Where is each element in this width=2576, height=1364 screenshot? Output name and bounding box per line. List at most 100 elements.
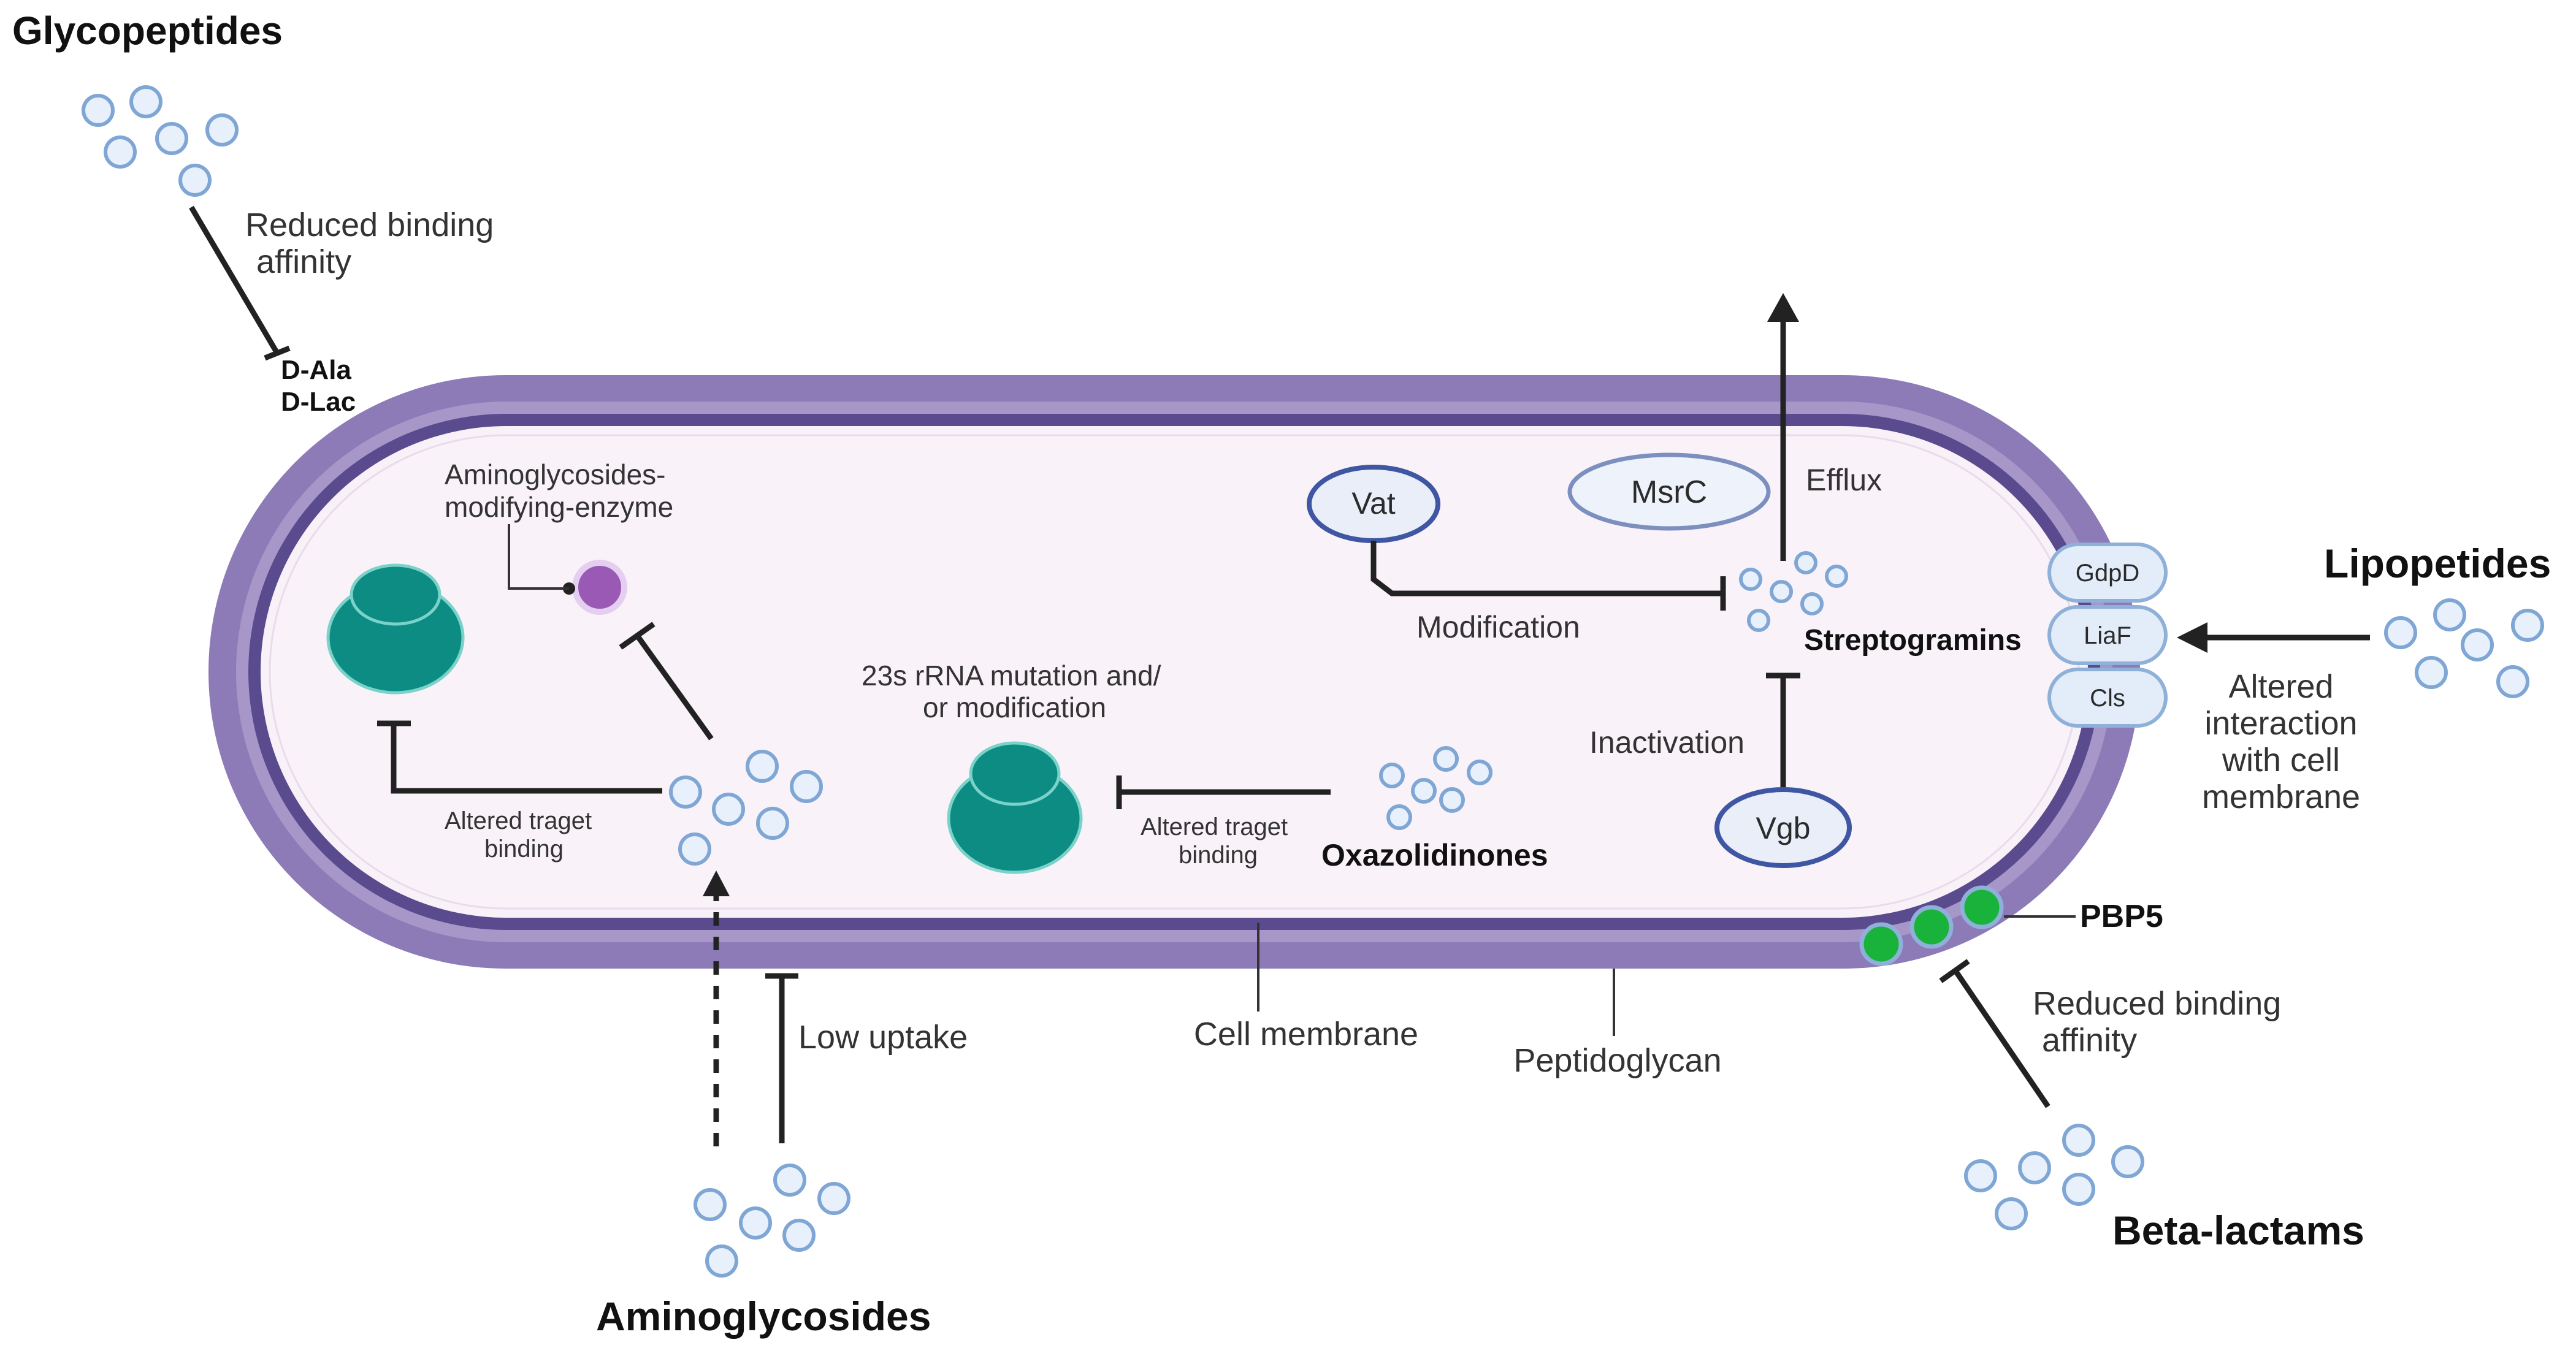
molecule	[712, 793, 745, 826]
molecule	[2433, 598, 2466, 631]
streptogramin-molecules	[1739, 551, 1848, 632]
cell-structure-labels: Cell membrane Peptidoglycan	[1194, 923, 1722, 1079]
aminoglycoside-molecules-outside	[694, 1164, 850, 1278]
molecule	[2511, 609, 2544, 642]
molecule	[2496, 665, 2529, 698]
pbp5-label: PBP5	[2080, 899, 2163, 934]
altered-target-label-1b: binding	[484, 836, 564, 863]
molecule	[694, 1188, 727, 1221]
oxazolidinones-group: 23s rRNA mutation and/ or modification A…	[862, 660, 1548, 874]
reduced-binding-label-1: Reduced binding	[245, 207, 494, 243]
altered-interaction-line-2: interaction	[2204, 705, 2357, 742]
msrc-label: MsrC	[1631, 474, 1707, 510]
bacterial-cell	[208, 375, 2140, 969]
lipopeptide-molecules	[2384, 598, 2544, 698]
vat-label: Vat	[1351, 486, 1395, 520]
ribosome-small-subunit	[969, 741, 1061, 806]
oxazolidinones-title: Oxazolidinones	[1321, 838, 1548, 872]
modification-label: Modification	[1416, 610, 1580, 644]
molecule	[790, 770, 823, 803]
molecule	[104, 135, 137, 169]
efflux-arrowhead	[1767, 293, 1799, 322]
lipopeptides-group: GdpD LiaF Cls Lipopetides Altered intera…	[2047, 541, 2551, 815]
ribosome-middle	[947, 741, 1083, 874]
enzyme-pointer-line	[508, 524, 569, 590]
molecule	[1386, 804, 1412, 830]
beta-lactams-group: PBP5 Reduced binding affinity Beta-lacta…	[1859, 885, 2364, 1253]
glycopeptide-inhibition-line	[189, 205, 280, 355]
glycopeptide-molecules	[82, 85, 239, 197]
glycopeptides-title: Glycopeptides	[12, 9, 283, 53]
affinity-label-2: affinity	[2042, 1022, 2137, 1059]
aminoglycosides-internal: Aminoglycosides- modifying-enzyme Altere…	[326, 459, 823, 866]
cell-membrane-label: Cell membrane	[1194, 1016, 1418, 1053]
oxazolidinone-molecules	[1379, 746, 1492, 830]
molecule	[1379, 763, 1405, 788]
vgb-label: Vgb	[1756, 811, 1811, 845]
aminoglycoside-molecules-inside	[669, 750, 823, 866]
aminoglycosides-external: Low uptake Aminoglycosides	[596, 871, 968, 1339]
molecule	[1825, 565, 1848, 588]
beta-lactam-inhibition-line	[1954, 970, 2050, 1108]
molecule	[2461, 628, 2494, 661]
msrc-protein	[1567, 452, 1771, 531]
molecule	[82, 94, 115, 127]
ribosome-inhibition-line	[391, 723, 662, 794]
molecule	[1770, 580, 1793, 603]
molecule	[2111, 1145, 2144, 1178]
molecule	[1747, 609, 1770, 632]
molecule	[773, 1164, 806, 1197]
pbp5-molecule	[1909, 905, 1954, 949]
molecule	[178, 164, 212, 197]
molecule	[1964, 1159, 1997, 1192]
glycopeptide-inhibition-bar	[264, 345, 291, 361]
molecule	[2062, 1124, 2095, 1157]
enzyme-inhibition-line	[635, 634, 714, 741]
d-ala-label: D-Ala	[281, 355, 351, 385]
molecule	[1739, 568, 1762, 591]
molecule	[1995, 1197, 2028, 1230]
aminoglycosides-title: Aminoglycosides	[596, 1294, 931, 1339]
molecule	[1467, 760, 1492, 785]
molecule	[1439, 787, 1465, 813]
altered-target-label-2a: Altered traget	[1141, 813, 1288, 840]
glycopeptides-group: Glycopeptides Reduced binding affinity D…	[12, 9, 494, 417]
pbp5-proteins	[1859, 885, 2004, 966]
molecule	[705, 1244, 738, 1278]
cls-protein	[2047, 668, 2168, 728]
lipopeptides-title: Lipopetides	[2324, 541, 2551, 586]
molecule	[2018, 1151, 2051, 1184]
vgb-protein	[1714, 787, 1852, 868]
beta-lactam-molecules	[1964, 1124, 2144, 1230]
altered-target-label-1a: Altered traget	[445, 807, 592, 834]
low-uptake-label: Low uptake	[798, 1019, 968, 1056]
molecule	[129, 85, 162, 118]
molecule	[2062, 1173, 2095, 1206]
ame-label-line-1: Aminoglycosides-	[445, 459, 665, 490]
lipopeptide-arrowhead	[2177, 622, 2207, 653]
molecule	[1411, 778, 1437, 804]
molecule	[669, 775, 702, 809]
inactivation-label: Inactivation	[1589, 725, 1745, 760]
molecule	[746, 750, 779, 783]
rrna-label-line-1: 23s rRNA mutation and/	[862, 660, 1161, 692]
modifying-enzyme	[572, 560, 627, 615]
molecule	[1800, 592, 1824, 615]
molecule	[817, 1182, 850, 1215]
modification-line	[1370, 541, 1723, 596]
molecule	[205, 113, 239, 147]
ribosome-left	[326, 563, 465, 695]
affinity-label-1: affinity	[256, 243, 351, 280]
altered-target-label-2b: binding	[1179, 842, 1258, 869]
altered-interaction-line-4: membrane	[2202, 779, 2360, 815]
membrane-proteins: GdpD LiaF Cls	[2047, 543, 2168, 728]
molecule	[2384, 616, 2417, 649]
molecule	[678, 832, 711, 866]
molecule	[782, 1219, 816, 1252]
streptogramins-group: Vat MsrC Efflux Modification Streptogram…	[1307, 293, 2022, 868]
uptake-arrowhead	[703, 871, 730, 896]
molecule	[1794, 551, 1817, 574]
altered-interaction-line-1: Altered	[2228, 668, 2333, 705]
pbp5-molecule	[1859, 922, 1903, 966]
streptogramins-title: Streptogramins	[1804, 624, 2022, 657]
